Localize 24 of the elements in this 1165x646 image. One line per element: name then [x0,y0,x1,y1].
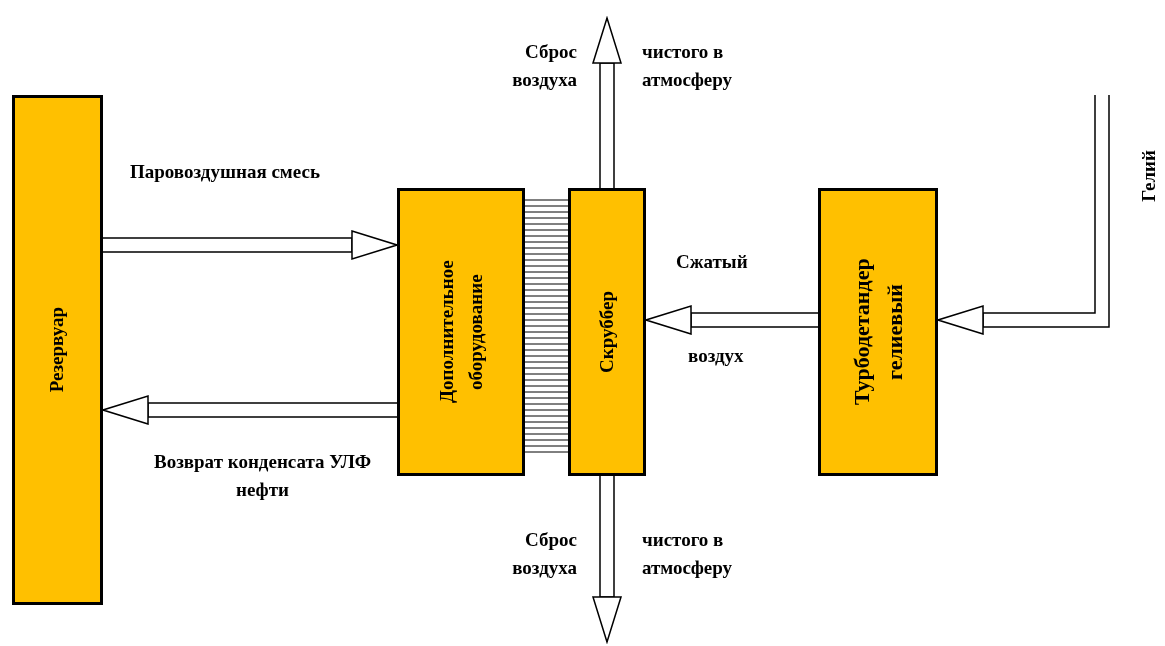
pipe-arrow [937,94,1110,335]
equipment-label: Дополнительное оборудование [434,259,487,406]
equipment-box [397,188,525,476]
edge-label: Возврат конденсата УЛФ нефти [153,450,372,502]
equipment-box [818,188,938,476]
pipe-arrow [645,305,819,335]
pipe-arrow [592,475,622,643]
flow-note: Сжатый [676,250,749,274]
flow-note: воздух [688,344,745,368]
edge-label: Гелий [1137,150,1160,202]
equipment-label: Турбодетандер гелиевый [848,257,908,408]
equipment-box [568,188,646,476]
equipment-box [12,95,103,605]
connector-lines [524,199,569,453]
flow-note: чистого в атмосферу [642,528,734,580]
flow-note: Сброс воздуха [511,40,577,92]
flow-note: чистого в атмосферу [642,40,734,92]
pipe-arrow [102,395,398,425]
flow-note: Сброс воздуха [511,528,577,580]
equipment-label: Скруббер [594,291,618,373]
equipment-label: Резервуар [45,307,69,393]
edge-label: Паровоздушная смесь [130,160,321,184]
pipe-arrow [102,230,398,260]
pipe-arrow [592,17,622,189]
